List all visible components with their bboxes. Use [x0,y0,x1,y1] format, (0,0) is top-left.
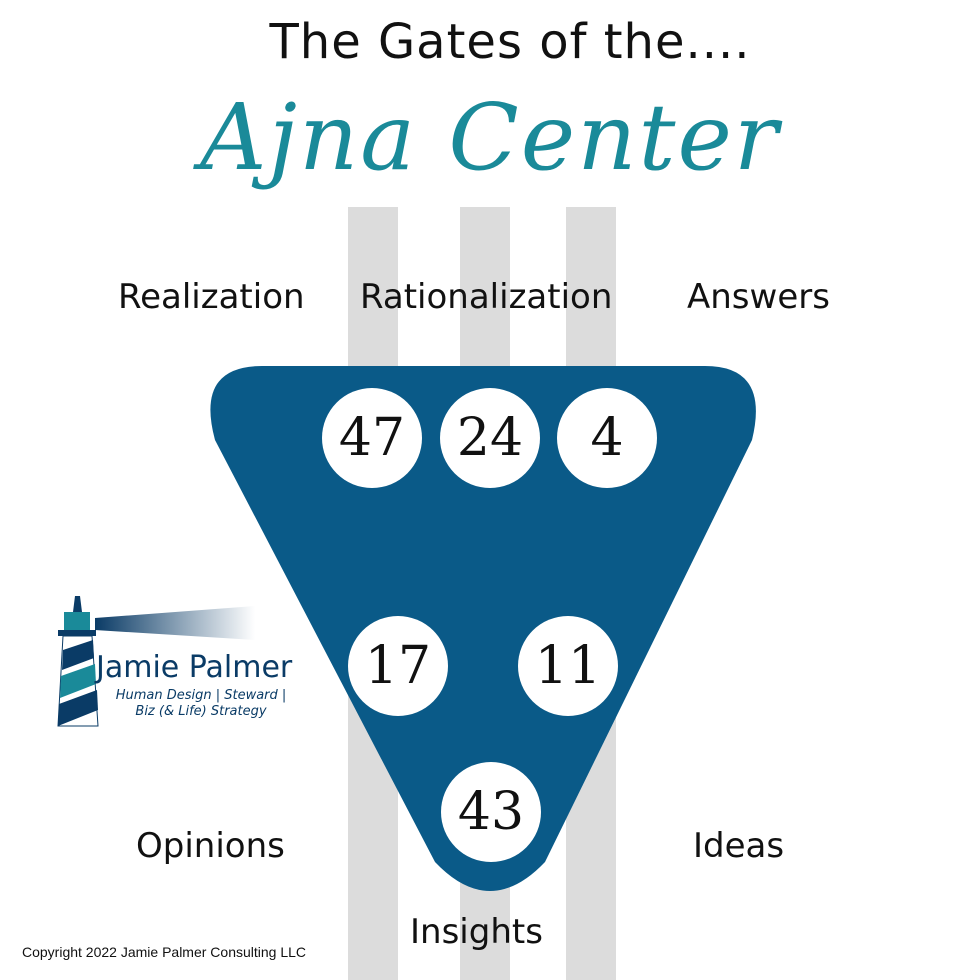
gate-43: 43 [441,762,541,862]
logo-tagline-line-2: Biz (& Life) Strategy [135,704,267,719]
gate-4: 4 [557,388,657,488]
label-realization: Realization [118,277,305,317]
logo-tagline: Human Design | Steward | Biz (& Life) St… [106,688,296,720]
logo-name: Jamie Palmer [96,650,293,685]
logo-tagline-line-1: Human Design | Steward | [115,688,287,703]
gate-17: 17 [348,616,448,716]
channel-center-top [460,207,510,377]
ajna-center-shape [210,366,756,891]
gate-47: 47 [322,388,422,488]
page-title: The Gates of the.... [269,14,751,70]
gate-24: 24 [440,388,540,488]
label-answers: Answers [687,277,830,317]
channel-left-top [348,207,398,377]
label-insights: Insights [410,912,543,952]
channel-right-top [566,207,616,377]
label-rationalization: Rationalization [360,277,613,317]
label-ideas: Ideas [693,826,785,866]
copyright-text: Copyright 2022 Jamie Palmer Consulting L… [22,944,307,960]
gate-11: 11 [518,616,618,716]
label-opinions: Opinions [136,826,285,866]
center-name-title: Ajna Center [200,84,780,191]
lighthouse-logo-icon [57,596,255,727]
